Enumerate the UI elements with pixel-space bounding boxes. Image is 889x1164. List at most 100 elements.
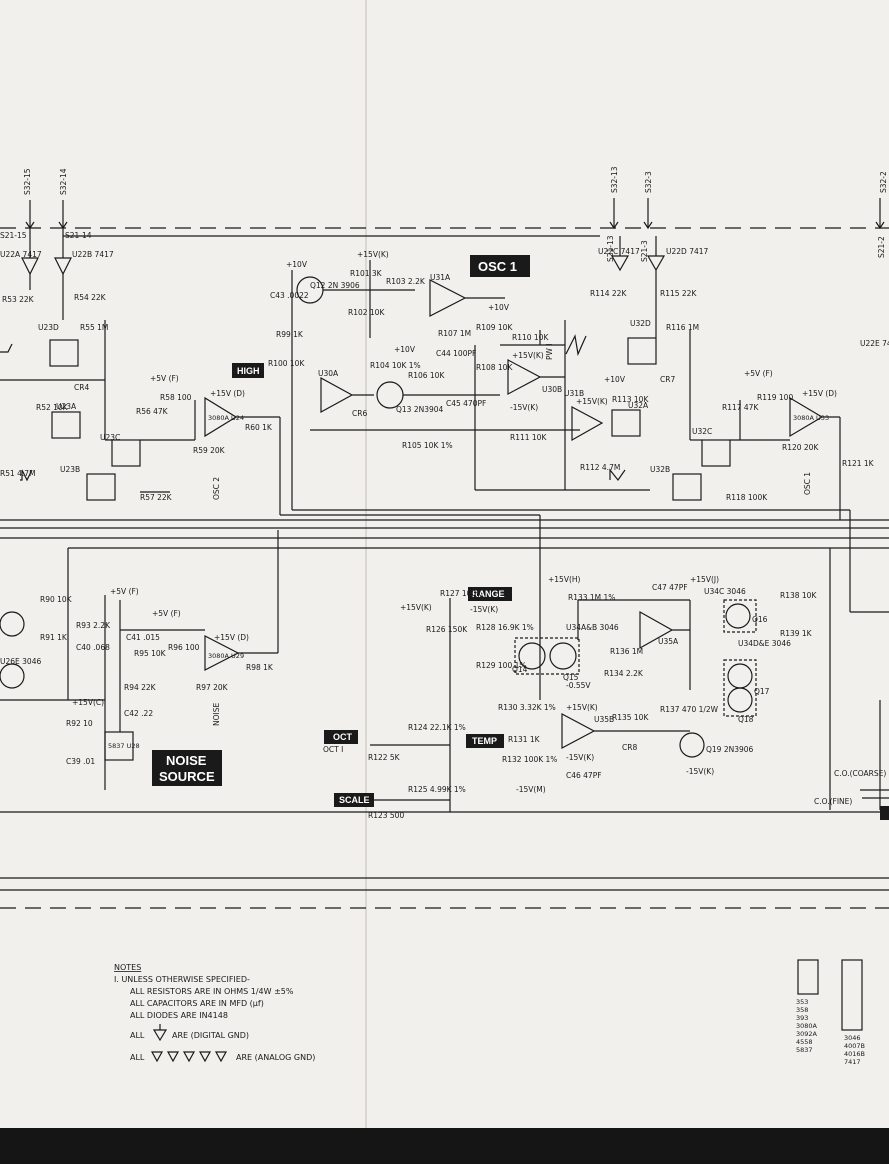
r132-label: R132 100K 1% [502,755,557,764]
r131-label: R131 1K [508,735,541,744]
u35b-label: U35B [594,715,614,724]
r99-label: R99 1K [276,330,304,339]
pw1-vertical: PW I [545,343,554,360]
q16-label: Q16 [752,615,768,624]
range-tag: RANGE [472,589,505,599]
u22a-label: U22A 7417 [0,250,42,259]
c41-label: C41 .015 [126,633,160,642]
q12-label: Q12 2N 3906 [310,281,360,290]
pitch-wiring [370,510,889,812]
notes-line5-a: ALL [130,1031,145,1040]
co-fine-tag-bg [880,806,889,820]
connector-s21-13: S21-13 [606,235,615,262]
r122-label: R122 5K [368,753,401,762]
u31a-label: U31A [430,273,451,282]
r101-label: R101 3K [350,269,383,278]
notes-line3: ALL CAPACITORS ARE IN MFD (μf) [130,999,264,1008]
r92-label: R92 10 [66,719,93,728]
u31b-label: U31B [564,389,584,398]
u22e-label: U22E 7417 [860,339,889,348]
digital-ground-icon [152,1024,168,1042]
temp-tag: TEMP [472,736,497,746]
r54-label: R54 22K [74,293,107,302]
r126-label: R126 150K [426,625,468,634]
q18-label: Q18 [738,715,754,724]
r107-label: R107 1M [438,329,471,338]
u30b-label: U30B [542,385,562,394]
r90-label: R90 10K [40,595,73,604]
r110-label: R110 10K [512,333,549,342]
r128-label: R128 16.9K 1% [476,623,534,632]
c45-label: C45 470PF [446,399,486,408]
q19-label: Q19 2N3906 [706,745,754,754]
osc1-tag-bg [470,255,530,277]
range-tag-bg [468,587,512,601]
noise-source-line1: NOISE [166,753,207,768]
r52-label: R52 10K [36,403,69,412]
connector-s21-3: S21-3 [640,240,649,262]
oct1-label: OCT I [323,745,343,754]
m15v-k-a: -15V(K) [510,403,538,412]
r59-label: R59 20K [193,446,226,455]
r119-label: R119 100 [757,393,793,402]
p15v-d-left: +15V (D) [210,389,245,398]
r113-label: R113 10K [612,395,649,404]
co-coarse-label: C.O.(COARSE) [834,769,886,778]
notes-line4: ALL DIODES ARE IN4148 [130,1011,228,1020]
p15v-k-b: +15V(K) [512,351,544,360]
noise-vertical: NOISE [212,703,221,726]
u23d-label: U23D [38,323,59,332]
u34de-label: U34D&E 3046 [738,639,791,648]
c44-label: C44 100PF [436,349,476,358]
notes-line6-a: ALL [130,1053,145,1062]
q13-label: Q13 2N3904 [396,405,444,414]
connector-s32-14: S32-14 [59,168,68,195]
u32a-label: U32A [628,401,649,410]
r115-label: R115 22K [660,289,697,298]
m15v-k-q19: -15V(K) [686,767,714,776]
notes-line1: I. UNLESS OTHERWISE SPECIFIED- [114,975,250,984]
oct-tag-bg [324,730,358,744]
u34ab-label: U34A&B 3046 [566,623,619,632]
c42-label: C42 .22 [124,709,153,718]
r130-label: R130 3.32K 1% [498,703,556,712]
r120-label: R120 20K [782,443,819,452]
r111-label: R111 10K [510,433,547,442]
r97-label: R97 20K [196,683,229,692]
q17-label: Q17 [754,687,770,696]
notes-line2: ALL RESISTORS ARE IN OHMS 1/4W ±5% [130,987,294,996]
r103-label: R103 2.2K [386,277,426,286]
r98-label: R98 1K [246,663,274,672]
u33-label: 3080A U33 [793,414,829,422]
co-fine-label: C.O.(FINE) [814,797,852,806]
r108-label: R108 10K [476,363,513,372]
r112-label: R112 4.7M [580,463,620,472]
r139-label: R139 1K [780,629,813,638]
r93-label: R93 2.2K [76,621,111,630]
osc1-tag: OSC 1 [478,259,517,274]
r138-label: R138 10K [780,591,817,600]
r123-label: R123 500 [368,811,404,820]
p10v-d: +10V [604,375,626,384]
q15-label: Q15 [563,673,579,682]
c39-label: C39 .01 [66,757,95,766]
pinout-chip-8 [797,959,819,995]
scan-edge [0,1128,889,1164]
pinout-part: 7417 [844,1058,861,1066]
p5v-f-right: +5V (F) [744,369,773,378]
notes-line5-b: ARE (DIGITAL GND) [172,1031,249,1040]
osc1-vertical: OSC 1 [803,472,812,495]
cr6-label: CR6 [352,409,367,418]
pinout-chip-14 [841,959,863,1031]
u29-label: 3080A U29 [208,652,244,660]
pinout-part: 4007B [844,1042,865,1050]
r118-label: R118 100K [726,493,768,502]
pinout-part: 5837 [796,1046,813,1054]
high-tag-bg [232,363,264,378]
u34c-label: U34C 3046 [704,587,746,596]
r135-label: R135 10K [612,713,649,722]
osc2-wiring [0,228,600,700]
